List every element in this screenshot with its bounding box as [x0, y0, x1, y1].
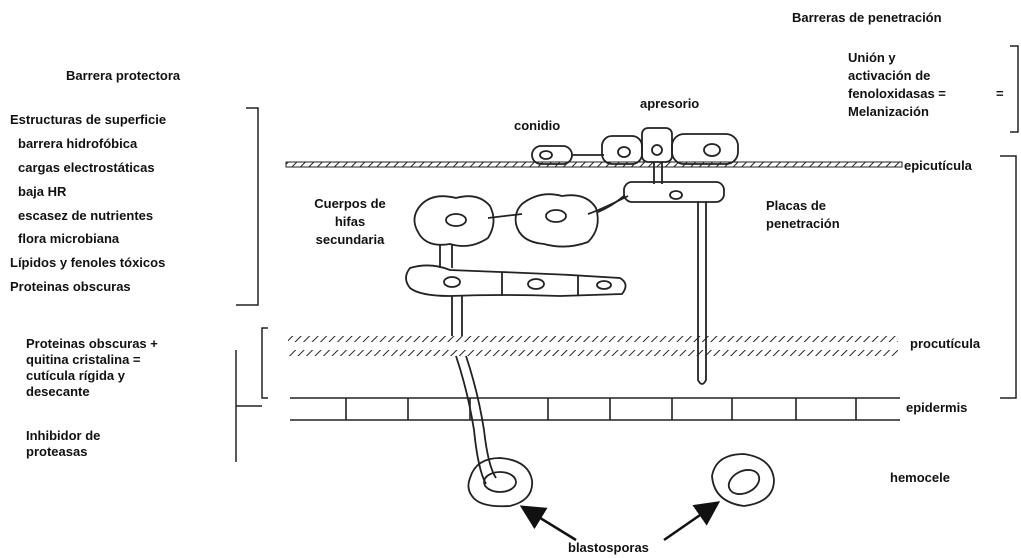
epidermis-label: epidermis	[906, 400, 967, 416]
surface-item: flora microbiana	[18, 231, 119, 247]
melanization-line: activación de	[848, 68, 930, 84]
dark-proteins-label: Proteinas obscuras	[10, 279, 131, 295]
hemocoel-label: hemocele	[890, 470, 950, 486]
left-brackets	[236, 108, 268, 462]
lipids-phenols-label: Lípidos y fenoles tóxicos	[10, 255, 165, 271]
blastospores-label: blastosporas	[568, 540, 649, 556]
protease-inhibitor-line: Inhibidor de	[26, 428, 100, 444]
conidium-appressorium	[532, 128, 738, 164]
surface-item: escasez de nutrientes	[18, 208, 153, 224]
rigid-cuticle-line: cutícula rígida y	[26, 368, 125, 384]
descending-hypha	[452, 296, 496, 484]
blastospore-arrows	[524, 504, 716, 540]
secondary-hyphal-bodies	[406, 194, 626, 296]
melanization-line: Melanización	[848, 104, 929, 120]
protective-barrier-title: Barrera protectora	[66, 68, 180, 84]
penetration-plates-label-line: Placas de	[766, 198, 826, 214]
surface-structures-heading: Estructuras de superficie	[10, 112, 166, 128]
procuticle-layer	[288, 336, 898, 356]
melanization-line: Unión y	[848, 50, 896, 66]
epicuticle-layer	[286, 162, 902, 167]
blastospores	[468, 454, 774, 506]
epidermis-layer	[290, 398, 900, 420]
rigid-cuticle-line: Proteinas obscuras +	[26, 336, 158, 352]
surface-item: baja HR	[18, 184, 66, 200]
surface-item: cargas electrostáticas	[18, 160, 155, 176]
surface-item: barrera hidrofóbica	[18, 136, 137, 152]
rigid-cuticle-line: quitina cristalina =	[26, 352, 141, 368]
conidium-label: conidio	[514, 118, 560, 134]
secondary-hyphae-label-line: Cuerpos de	[300, 196, 400, 212]
secondary-hyphae-label-line: secundaria	[300, 232, 400, 248]
melanization-line: fenoloxidasas =	[848, 86, 946, 102]
procuticle-label: procutícula	[910, 336, 980, 352]
protease-inhibitor-line: proteasas	[26, 444, 87, 460]
secondary-hyphae-label-line: hifas	[300, 214, 400, 230]
epicuticle-label: epicutícula	[904, 158, 972, 174]
appressorium-label: apresorio	[640, 96, 699, 112]
rigid-cuticle-line: desecante	[26, 384, 90, 400]
penetration-plates-label-line: penetración	[766, 216, 840, 232]
penetration-barriers-title: Barreras de penetración	[792, 10, 942, 26]
equals-sign: =	[996, 86, 1004, 102]
